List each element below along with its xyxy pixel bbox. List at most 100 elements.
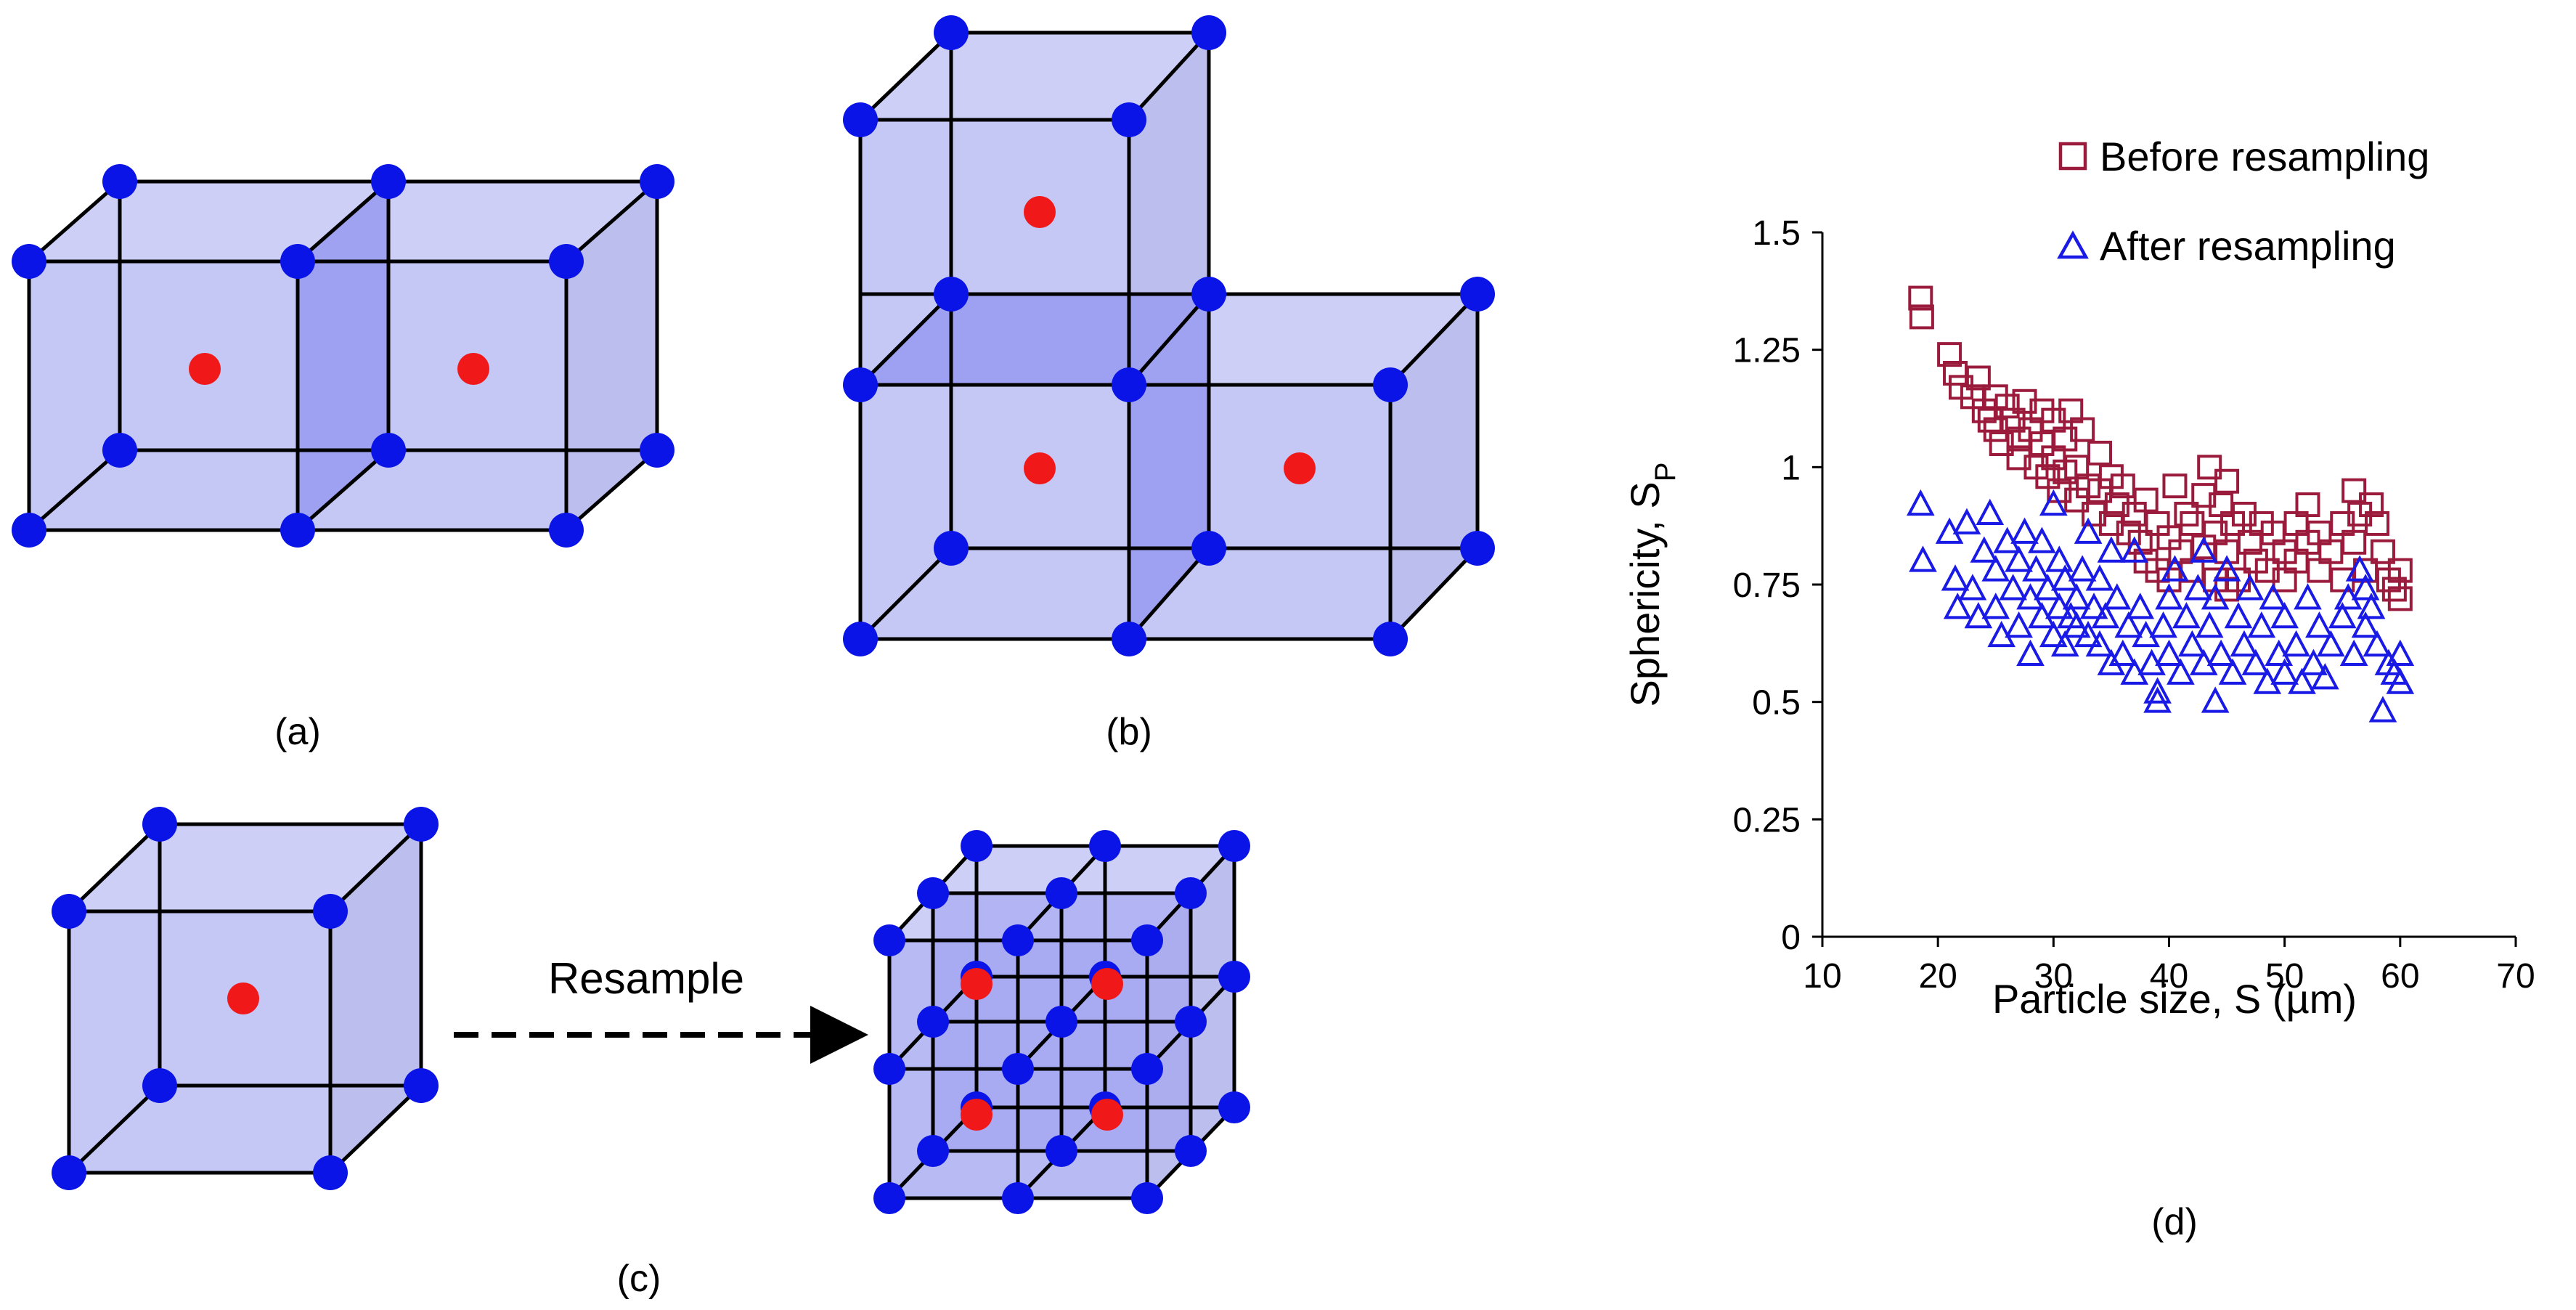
face-front: [69, 911, 330, 1173]
after-point: [2143, 677, 2172, 704]
after-point: [2155, 583, 2183, 610]
legend-after-label: After resampling: [2100, 223, 2396, 269]
before-point: [2295, 492, 2320, 518]
panel-b-label: (b): [1106, 711, 1152, 753]
before-point: [2180, 510, 2205, 536]
after-point: [2091, 602, 2120, 629]
panel-a-centers: [189, 353, 489, 385]
after-point: [2028, 526, 2056, 553]
after-point: [2010, 517, 2039, 544]
before-point: [2197, 455, 2222, 480]
x-tick-label: 10: [1803, 957, 1841, 996]
after-point: [2039, 620, 2068, 648]
after-point: [1952, 508, 1981, 534]
shared-face: [298, 182, 388, 530]
legend-before-label: Before resampling: [2100, 134, 2429, 179]
legend-after-marker: [2057, 230, 2089, 259]
after-point: [2062, 583, 2091, 610]
face-top: [1129, 294, 1477, 385]
after-point: [2235, 574, 2265, 601]
panel-c-center: [227, 982, 259, 1014]
after-point: [2270, 602, 2299, 629]
before-point: [1989, 431, 2014, 456]
after-point: [2045, 545, 2074, 572]
after-point: [2357, 593, 2386, 619]
after-point: [2195, 611, 2224, 638]
y-tick-label: 1.25: [1733, 332, 1801, 370]
before-point: [2174, 502, 2199, 526]
y-tick-label: 1.5: [1752, 214, 1801, 253]
panel-c-cube-nodes: [52, 807, 439, 1190]
y-axis-title: Sphericity, SP: [1622, 463, 1682, 707]
before-point: [2162, 473, 2188, 499]
after-point: [1909, 545, 1937, 572]
y-tick-label: 0.75: [1733, 566, 1801, 605]
after-point: [2085, 564, 2114, 591]
after-point: [2068, 555, 2097, 582]
before-point: [2070, 417, 2095, 442]
after-point: [2201, 686, 2230, 713]
before-point: [2341, 529, 2367, 555]
after-point: [2155, 639, 2183, 666]
before-point: [2006, 445, 2031, 471]
after-point: [2039, 489, 2068, 516]
after-point: [2167, 658, 2195, 685]
before-point: [2133, 487, 2159, 513]
panel-a-label: (a): [274, 711, 321, 753]
after-point: [2085, 630, 2114, 657]
panel-c: Resample: [52, 807, 1250, 1300]
before-point: [1994, 394, 2020, 419]
after-point: [2201, 583, 2230, 610]
after-point: [1981, 593, 2010, 619]
before-point: [2214, 468, 2240, 494]
after-point: [2288, 667, 2316, 694]
before-point: [2012, 388, 2037, 414]
after-point: [2363, 630, 2392, 657]
after-point: [2062, 611, 2091, 638]
after-point: [2189, 536, 2218, 563]
x-tick-label: 40: [2150, 957, 2188, 996]
before-point: [2387, 586, 2413, 611]
y-axis-title-sub: P: [1650, 463, 1682, 482]
after-point: [1906, 489, 1935, 516]
panel-c-grid-nodes: [873, 830, 1250, 1214]
after-point: [2224, 602, 2253, 629]
after-point: [2074, 620, 2103, 648]
before-point: [2053, 426, 2078, 452]
y-axis-title-main: Sphericity, S: [1622, 481, 1668, 707]
x-tick-label: 60: [2381, 957, 2419, 996]
after-point: [2149, 611, 2177, 638]
chart-legend: Before resampling After resampling: [2057, 134, 2429, 269]
after-point: [2328, 602, 2357, 629]
after-point: [2339, 639, 2368, 666]
before-point: [2359, 492, 2384, 518]
panel-c-cube-edges: [67, 822, 423, 1175]
after-point: [1943, 593, 1972, 619]
after-point: [2120, 536, 2149, 563]
y-tick-label: 0.25: [1733, 801, 1801, 839]
after-point: [2351, 574, 2380, 601]
before-point: [2381, 577, 2407, 602]
after-point: [2386, 639, 2415, 666]
after-point: [2311, 663, 2339, 690]
after-point: [2016, 639, 2045, 666]
after-point: [2172, 602, 2201, 629]
before-point: [2191, 483, 2217, 508]
after-point: [2345, 555, 2374, 582]
after-point: [2259, 583, 2288, 610]
before-point: [1908, 285, 1933, 311]
face-right: [1390, 294, 1477, 639]
before-point: [2341, 478, 2367, 503]
after-point: [2305, 611, 2334, 638]
x-tick-label: 20: [1918, 957, 1957, 996]
after-point: [1999, 574, 2027, 601]
after-point: [2212, 555, 2241, 582]
before-point: [1965, 365, 1991, 391]
after-point: [2126, 593, 2155, 619]
before-point: [2087, 440, 2112, 465]
after-point: [2097, 648, 2126, 675]
panel-c-label: (c): [617, 1258, 661, 1300]
